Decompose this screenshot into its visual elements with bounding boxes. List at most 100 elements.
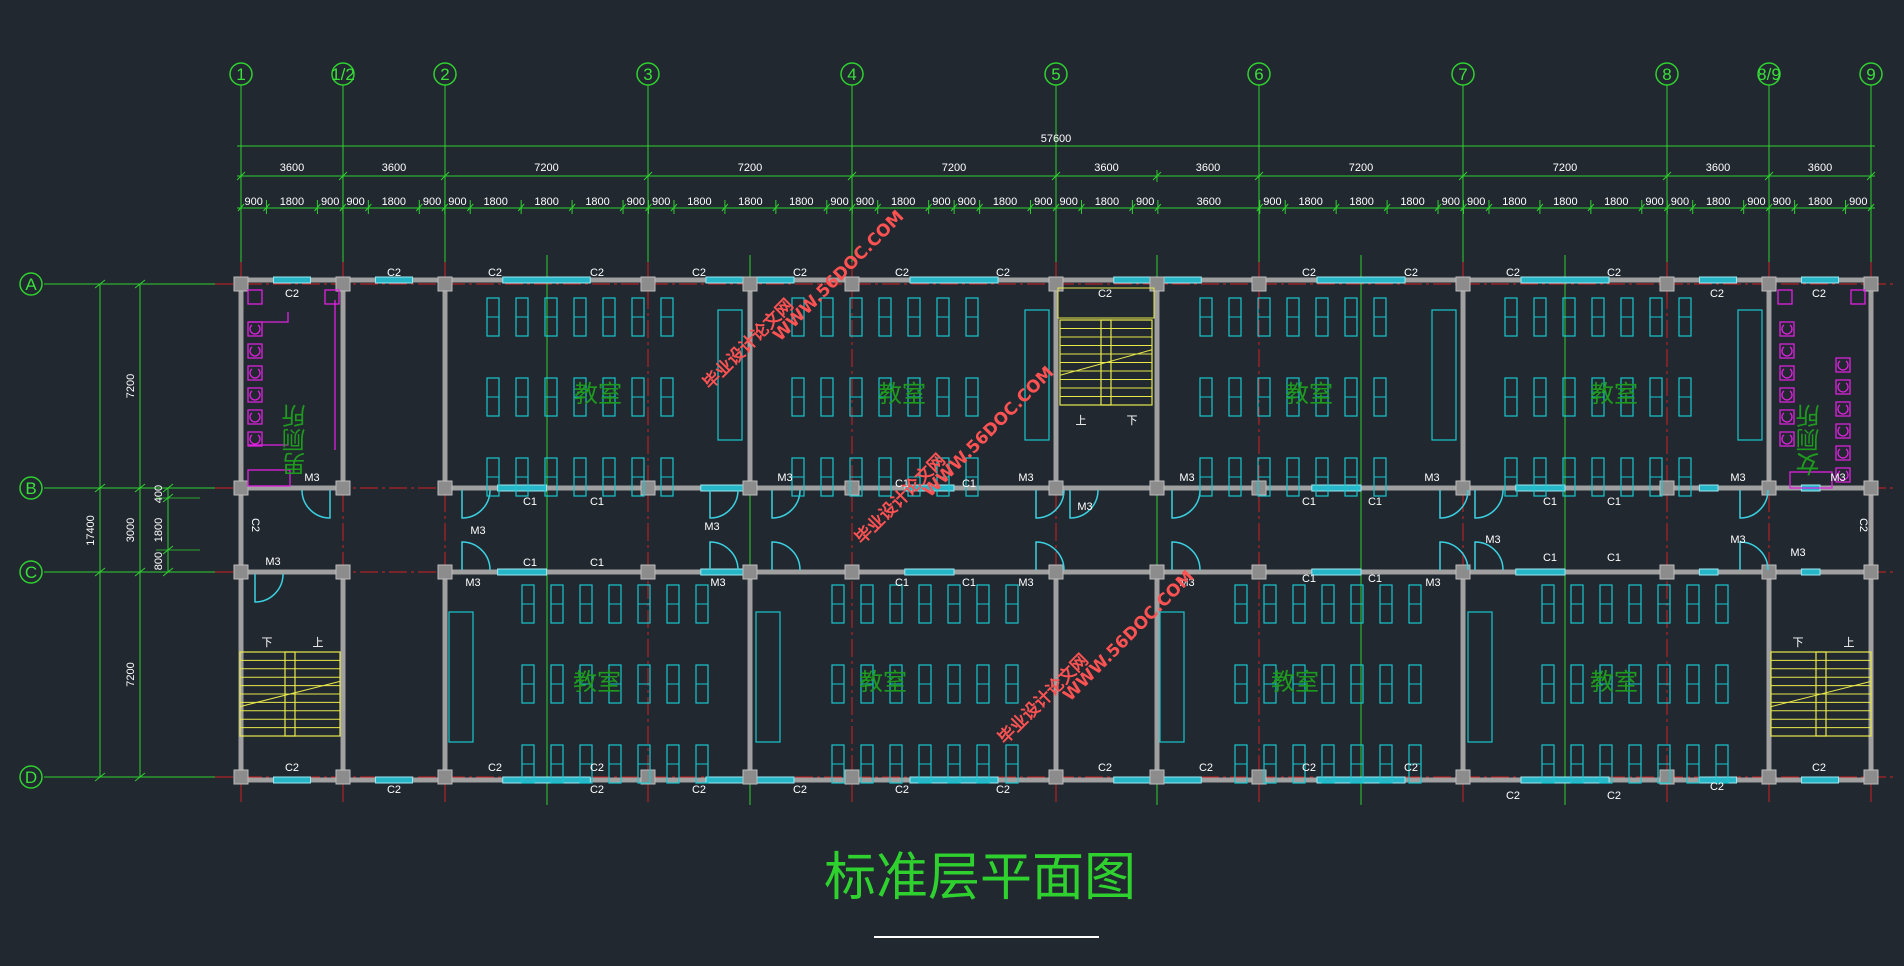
dimension-text: 900 [245, 196, 263, 208]
door [1474, 489, 1504, 519]
axis-bubble [840, 62, 864, 86]
dimension-tick [441, 203, 449, 212]
lectern [755, 611, 781, 743]
dimension-tick [134, 483, 146, 493]
toilet-fixture [1779, 409, 1795, 425]
dimension-tick [823, 203, 831, 212]
axis-bubble [1451, 62, 1475, 86]
dimension-text: 1800 [382, 196, 406, 208]
door [1439, 489, 1469, 519]
partition [248, 312, 289, 446]
column [1048, 564, 1064, 580]
window [273, 776, 311, 784]
opening-label: C2 [692, 784, 706, 796]
opening-label: C2 [590, 267, 604, 279]
dimension-tick [314, 203, 321, 212]
window [1311, 568, 1362, 576]
toilet-fixture [1835, 357, 1851, 373]
dimension-text: 1800 [1349, 196, 1373, 208]
dimension-tick [263, 203, 270, 212]
opening-label: C2 [1710, 781, 1724, 793]
axis-label: 3 [643, 65, 652, 84]
opening-label: C2 [1812, 288, 1826, 300]
opening-label: C2 [285, 288, 299, 300]
opening-label: M3 [1790, 547, 1805, 559]
column [1863, 564, 1879, 580]
dimension-tick [721, 203, 729, 212]
toilet-fixtures [247, 289, 1866, 489]
dimension-tick [1866, 171, 1876, 181]
dimension-tick [415, 203, 423, 212]
dimension-text: 900 [321, 196, 339, 208]
opening-label: C1 [1543, 496, 1557, 508]
column [1251, 769, 1267, 785]
column [640, 480, 656, 496]
dimension-tick [925, 203, 933, 212]
door [254, 573, 284, 603]
window [909, 276, 999, 284]
opening-label: C1 [523, 557, 537, 569]
opening-label: M3 [1425, 577, 1440, 589]
opening-label: C1 [590, 557, 604, 569]
window [904, 568, 955, 576]
opening-label: C2 [1812, 762, 1826, 774]
dimension-tick [1485, 203, 1493, 212]
window [497, 568, 548, 576]
column [1149, 276, 1165, 292]
room-name-classroom: 教室 [859, 668, 907, 696]
dimension-text: 900 [932, 196, 950, 208]
opening-label: M3 [1424, 472, 1439, 484]
toilet-fixture [1835, 467, 1851, 483]
column [844, 480, 860, 496]
dimension-tick [1383, 203, 1391, 212]
axis-label: B [25, 479, 36, 498]
column [1659, 480, 1675, 496]
axis-label: C [25, 563, 37, 582]
dimension-text: 7200 [125, 374, 137, 398]
column [1251, 564, 1267, 580]
dimension-tick [94, 772, 106, 782]
dimension-text: 900 [423, 196, 441, 208]
column [1761, 276, 1777, 292]
opening-label: C1 [523, 496, 537, 508]
column [335, 480, 351, 496]
column [1251, 276, 1267, 292]
dimension-text: 1800 [1298, 196, 1322, 208]
window [1316, 276, 1406, 284]
door [771, 541, 801, 571]
column [1863, 480, 1879, 496]
opening-label: M3 [1018, 577, 1033, 589]
opening-label: C1 [1368, 573, 1382, 585]
column [1455, 276, 1471, 292]
dimension-tick [1254, 171, 1264, 181]
dimension-tick [94, 483, 106, 493]
opening-label: C1 [1302, 496, 1316, 508]
dimension-text: 900 [652, 196, 670, 208]
axis-label: 1 [236, 65, 245, 84]
dimension-tick [643, 171, 653, 181]
column [1659, 276, 1675, 292]
door [1474, 541, 1504, 571]
opening-label: C2 [1098, 762, 1112, 774]
door [1439, 541, 1469, 571]
dimension-tick [1051, 171, 1061, 181]
opening-label: C2 [249, 518, 261, 532]
opening-label: C2 [1607, 790, 1621, 802]
room-name-mens-toilet: 男厕所 [282, 404, 310, 476]
dimension-total: 57600 [1041, 133, 1072, 145]
dimension-tick [1129, 203, 1136, 212]
toilet-fixture [247, 387, 263, 403]
dimension-text: 1800 [1604, 196, 1628, 208]
column [335, 564, 351, 580]
opening-label: C2 [996, 267, 1010, 279]
dimension-tick [1434, 203, 1442, 212]
opening-label: C1 [895, 577, 909, 589]
lectern [1024, 309, 1050, 441]
dimension-tick [670, 203, 678, 212]
lectern [1467, 611, 1493, 743]
dimension-tick [1281, 203, 1289, 212]
dimension-text: 17400 [85, 515, 97, 546]
opening-label: C2 [1506, 267, 1520, 279]
mop-sink [247, 289, 263, 305]
column [742, 480, 758, 496]
